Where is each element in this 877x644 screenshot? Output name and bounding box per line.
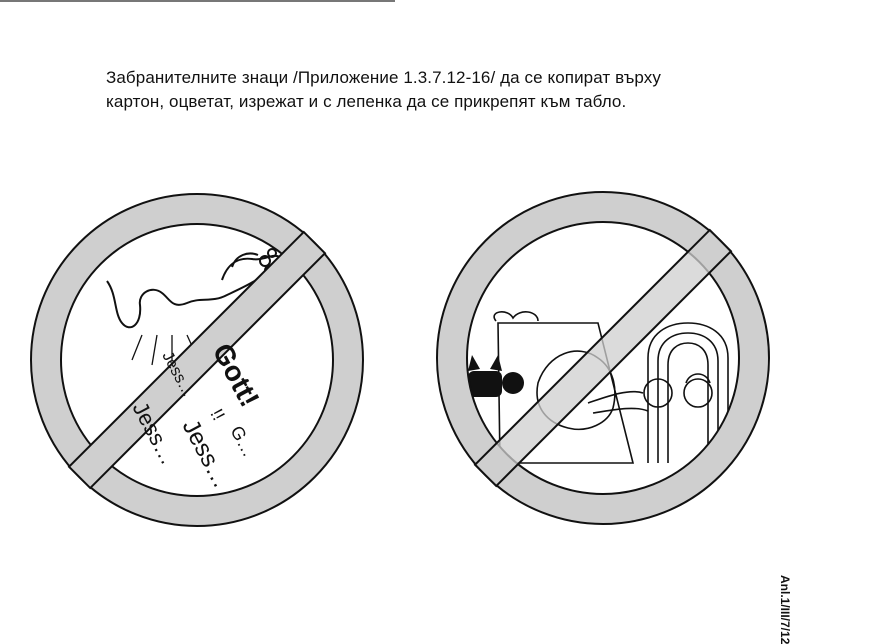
prohibition-bar: [473, 228, 733, 488]
ring-outer-edge: [436, 191, 770, 525]
prohibition-sign-idol-svg: [436, 191, 770, 525]
word-jess-2: Jess…: [177, 415, 235, 492]
instructions-line-2: картон, оцветат, изрежат и с лепенка да …: [106, 92, 627, 111]
word-g: G…: [226, 422, 259, 460]
instructions-text: Забранителните знаци /Приложение 1.3.7.1…: [106, 66, 746, 114]
prohibition-sign-swearing-svg: Gott! Jess… !! G… Jess… Jess…: [30, 193, 364, 527]
instructions-line-1: Забранителните знаци /Приложение 1.3.7.1…: [106, 68, 661, 87]
shouting-face-drawing: [106, 248, 281, 366]
word-exclaim: !!: [206, 405, 228, 423]
prohibition-sign-swearing: Gott! Jess… !! G… Jess… Jess…: [22, 185, 372, 535]
top-rule: [0, 0, 395, 2]
prohibition-sign-idol: [428, 183, 778, 533]
prohibition-bar: [67, 230, 327, 490]
ring-outer-edge: [30, 193, 364, 527]
ring-inner-edge: [60, 223, 334, 497]
prohibition-ring: [31, 194, 363, 526]
kneeling-figure-drawing: [493, 311, 729, 464]
prohibition-ring: [437, 192, 769, 524]
ring-inner-edge: [466, 221, 740, 495]
appendix-code: Anl.1/III/7/12: [778, 575, 792, 644]
word-gott: Gott!: [207, 338, 266, 412]
black-figure: [468, 355, 524, 397]
